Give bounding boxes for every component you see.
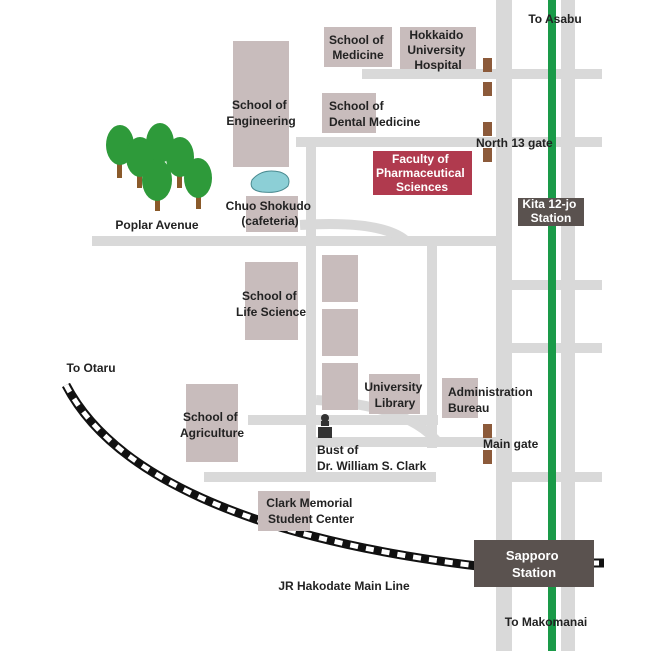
tree-trunk <box>117 160 122 178</box>
label-engineering: School of Engineering <box>226 98 295 128</box>
label-north13-gate: North 13 gate <box>476 136 553 150</box>
road-north13 <box>296 137 602 147</box>
road-curve-north <box>299 219 409 245</box>
road-center-vertical <box>306 137 316 482</box>
label-hospital: Hokkaido University Hospital <box>407 28 468 72</box>
road-south-horizontal <box>204 472 436 482</box>
building-pharmaceutical[interactable] <box>373 151 472 195</box>
label-main-gate: Main gate <box>483 437 539 451</box>
label-clark-center: Clark Memorial Student Center <box>266 496 355 526</box>
tree-icon <box>142 159 172 201</box>
tree-trunk <box>196 193 201 209</box>
road-main-avenue <box>496 0 512 651</box>
rail-ties <box>63 383 496 571</box>
building-medicine[interactable] <box>324 27 392 67</box>
labels: To Asabu To Makomanai To Otaru School of… <box>66 12 587 629</box>
road-top-horizontal <box>362 69 602 79</box>
building-library[interactable] <box>369 374 420 414</box>
road-east-street <box>561 0 575 651</box>
label-medicine: School of Medicine <box>329 33 387 62</box>
tree-trunk <box>137 170 142 188</box>
building-life-science[interactable] <box>245 262 298 340</box>
label-kita12-station: Kita 12-jo Station <box>522 197 579 225</box>
railway-track <box>62 382 604 573</box>
label-rail-line: JR Hakodate Main Line <box>278 579 410 593</box>
label-sapporo-station: Sapporo Station <box>506 548 562 580</box>
building-hospital[interactable] <box>400 27 476 69</box>
building-block-3 <box>322 363 358 410</box>
label-agriculture: School of Agriculture <box>180 410 244 440</box>
tree-trunk <box>177 170 182 188</box>
building-block-1 <box>322 255 358 302</box>
tree-group <box>106 123 212 211</box>
gate-marker-icon <box>483 122 492 136</box>
label-bust: Bust of Dr. William S. Clark <box>317 443 427 473</box>
building-admin[interactable] <box>442 378 478 418</box>
tree-trunk <box>155 195 160 211</box>
direction-south: To Makomanai <box>505 615 587 629</box>
road-east-vertical <box>427 243 437 448</box>
road-poplar-avenue <box>92 236 510 246</box>
label-poplar: Poplar Avenue <box>115 218 198 232</box>
direction-north: To Asabu <box>528 12 581 26</box>
building-engineering[interactable] <box>233 41 289 167</box>
direction-west: To Otaru <box>66 361 115 375</box>
label-life-science: School of Life Science <box>236 289 306 319</box>
building-clark-center[interactable] <box>258 491 310 531</box>
station-box-sapporo[interactable] <box>474 540 594 587</box>
subway-line <box>548 0 556 651</box>
label-pharmaceutical: Faculty of Pharmaceutical Sciences <box>376 152 468 194</box>
label-dental: School of Dental Medicine <box>329 99 421 129</box>
roads <box>92 0 602 651</box>
building-block-2 <box>322 309 358 356</box>
gate-marker-icon <box>483 82 492 96</box>
building-chuo[interactable] <box>246 196 298 232</box>
gate-markers <box>483 58 492 464</box>
station-box-kita12[interactable] <box>518 198 584 226</box>
gate-marker-icon <box>483 148 492 162</box>
building-dental[interactable] <box>322 93 376 133</box>
label-chuo: Chuo Shokudo (cafeteria) <box>226 199 315 228</box>
gate-marker-icon <box>483 450 492 464</box>
gate-marker-icon <box>483 424 492 438</box>
pond-icon <box>250 170 290 193</box>
buildings <box>186 27 478 531</box>
building-agriculture[interactable] <box>186 384 238 462</box>
tree-icon <box>184 158 212 198</box>
statue-icon <box>318 414 332 438</box>
gate-marker-icon <box>483 58 492 72</box>
label-library: University Library <box>364 380 425 410</box>
road-agriculture-horizontal <box>248 415 438 425</box>
road-maingate <box>316 437 496 447</box>
label-admin: Administration Bureau <box>448 385 536 415</box>
